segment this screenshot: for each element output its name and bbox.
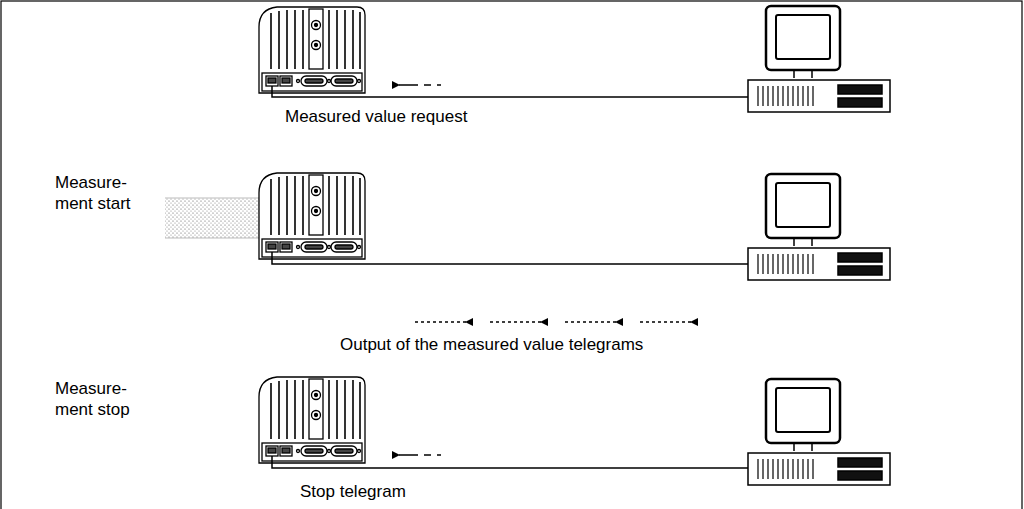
- state-label: Measure- ment stop: [55, 378, 147, 421]
- row-stop: [259, 377, 890, 485]
- message-label: Output of the measured value telegrams: [340, 334, 643, 355]
- row-start: [165, 173, 890, 322]
- message-label: Measured value request: [285, 106, 467, 127]
- row-request: [259, 6, 890, 112]
- message-label: Stop telegram: [300, 481, 406, 502]
- state-label: Measure- ment start: [55, 172, 147, 215]
